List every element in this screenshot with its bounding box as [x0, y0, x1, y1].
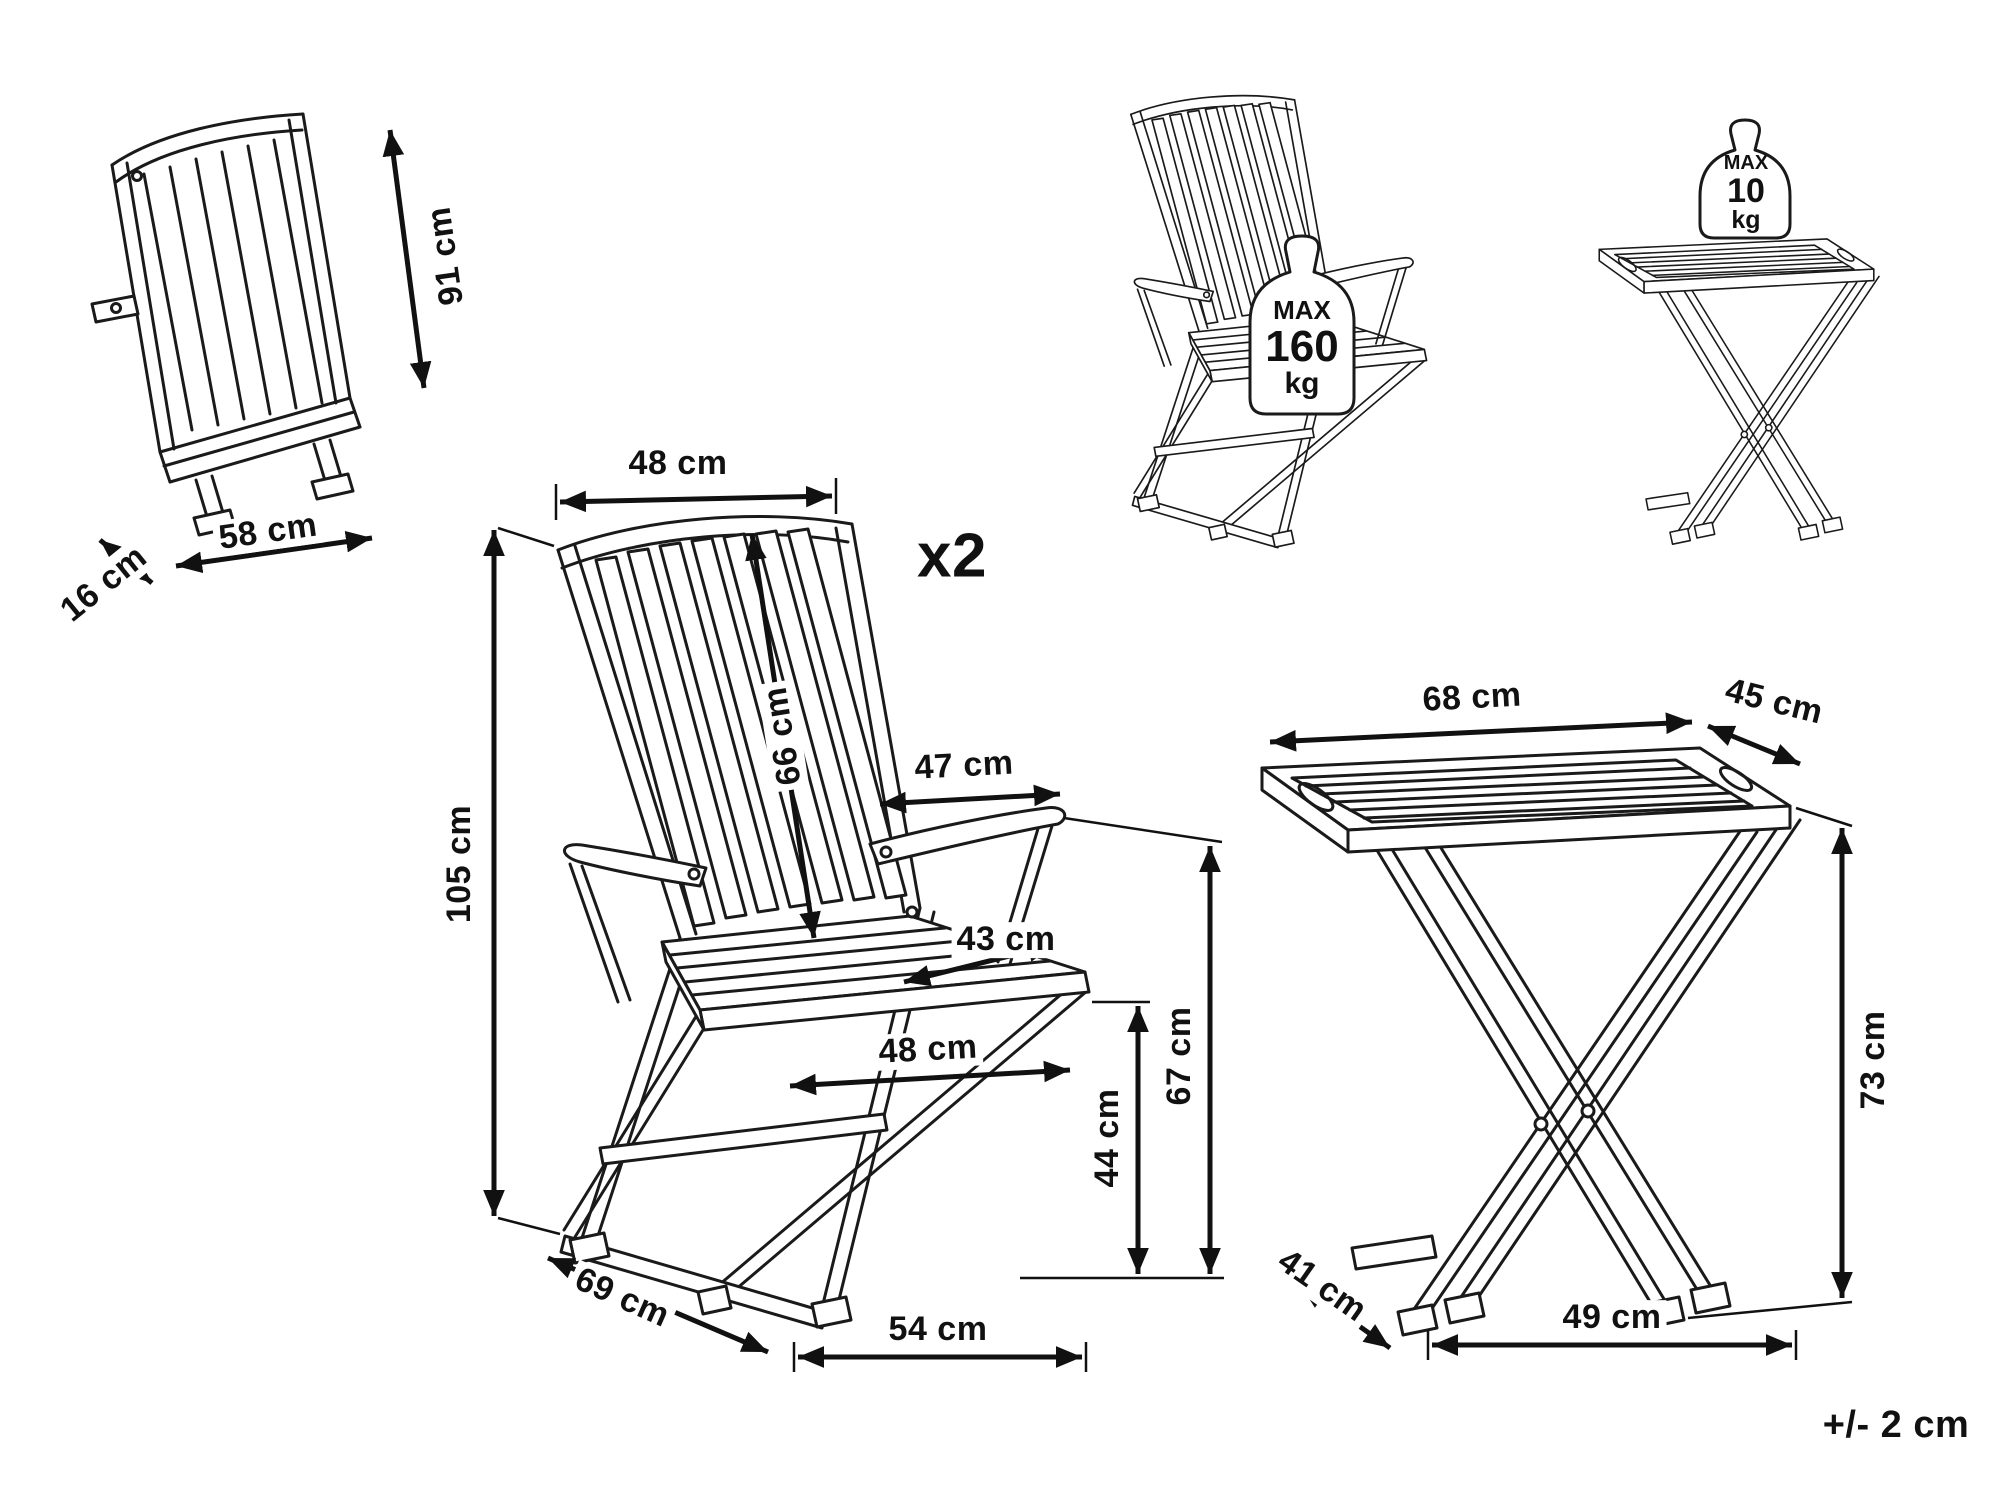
- table-max-load-label: MAX 10 kg: [1724, 152, 1768, 233]
- quantity-label: x2: [917, 521, 987, 591]
- dim-chair-armrest-height: 67 cm: [1160, 1001, 1198, 1111]
- dim-chair-total-height: 105 cm: [440, 799, 478, 929]
- tolerance-note: +/- 2 cm: [1822, 1404, 1970, 1447]
- dim-chair-seat-depth: 43 cm: [951, 921, 1061, 958]
- dim-chair-backrest-width: 48 cm: [623, 445, 733, 482]
- folded-chair-drawing: [90, 112, 362, 537]
- dim-table-top-length: 68 cm: [1416, 676, 1528, 719]
- chair-max-load-label: MAX 160 kg: [1265, 296, 1338, 399]
- table-load-unit: kg: [1731, 206, 1761, 234]
- tray-table-drawing: [1260, 746, 1802, 1337]
- dim-table-height: 73 cm: [1854, 1005, 1892, 1115]
- table-max-load-weight-icon: [1698, 118, 1792, 240]
- chair-load-value: 160: [1265, 321, 1339, 371]
- chair-load-unit: kg: [1284, 366, 1320, 400]
- dim-table-base-length: 49 cm: [1557, 1299, 1667, 1336]
- chair-max-load-weight-icon: [1248, 234, 1356, 416]
- chair-load-max-word: MAX: [1273, 295, 1331, 325]
- dim-chair-width: 54 cm: [883, 1311, 993, 1348]
- dim-chair-armrest-length: 47 cm: [908, 744, 1020, 787]
- table-load-max-word: MAX: [1723, 152, 1769, 174]
- tray-table-small-drawing: [1598, 238, 1880, 545]
- dim-chair-seat-width: 48 cm: [872, 1028, 984, 1071]
- dim-chair-seat-height: 44 cm: [1088, 1083, 1126, 1193]
- table-load-value: 10: [1727, 172, 1765, 210]
